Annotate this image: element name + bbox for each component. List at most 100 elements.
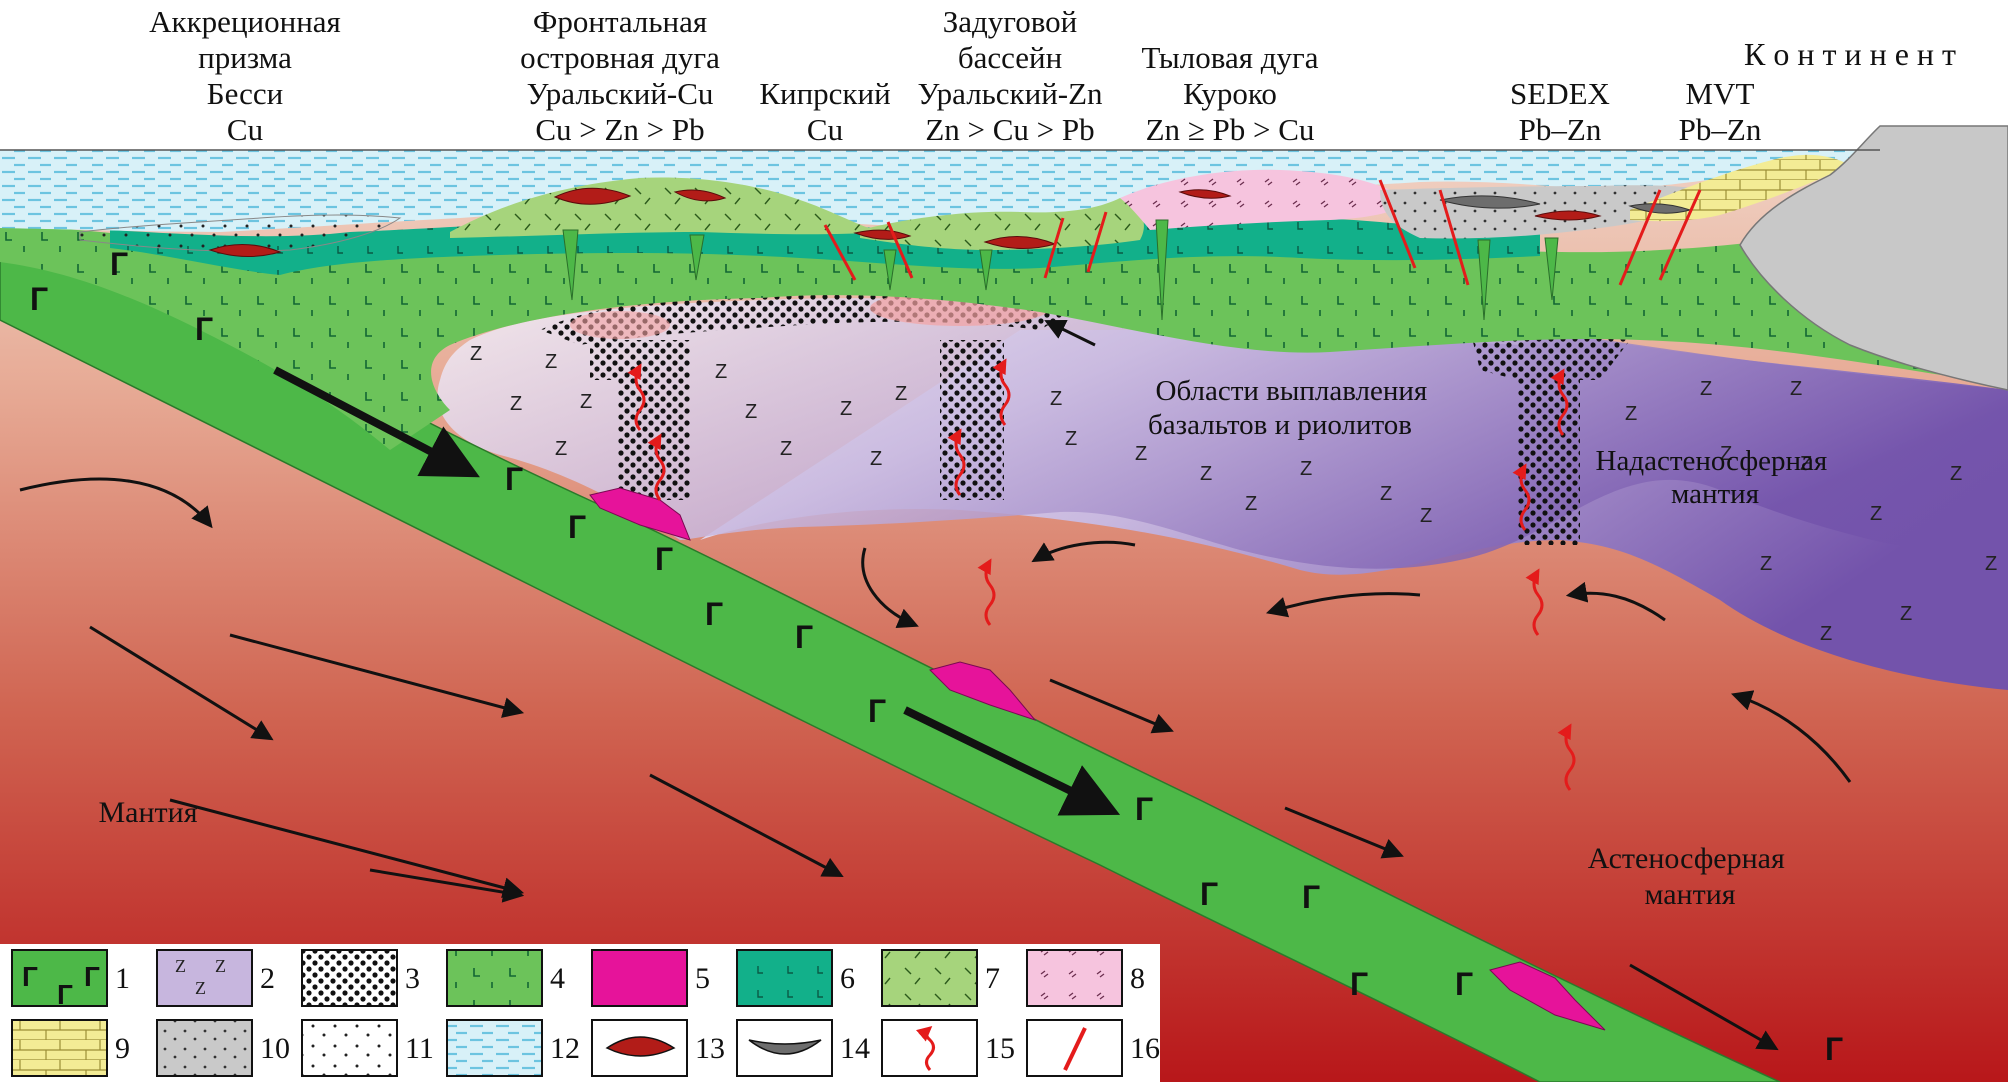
mvt-limestone xyxy=(1630,154,1850,222)
legend-item-13: 13 xyxy=(591,1019,725,1077)
header-metals: Pb–Zn xyxy=(1678,112,1762,147)
legend-item-15: 15 xyxy=(881,1019,1015,1077)
legend-swatch xyxy=(1026,949,1123,1007)
svg-text:Z: Z xyxy=(1135,443,1147,465)
svg-text:Z: Z xyxy=(895,383,907,405)
basalt-symbol: Г xyxy=(795,619,813,655)
svg-text:Z: Z xyxy=(1760,553,1772,575)
legend-item-14: 14 xyxy=(736,1019,870,1077)
legend-item-9: 9 xyxy=(11,1019,130,1077)
header-mvt: MVT Pb–Zn xyxy=(1640,76,1800,148)
legend-number: 7 xyxy=(985,962,1000,995)
accretionary-prism-sediment xyxy=(79,214,402,252)
svg-text:Z: Z xyxy=(745,401,757,423)
header-accretionary-prism: Аккреционная призма Бесси Cu xyxy=(95,4,395,148)
header-title-line2: островная дуга xyxy=(520,40,720,75)
gray-ore-lenses xyxy=(1439,195,1692,214)
svg-text:Z: Z xyxy=(1200,463,1212,485)
legend-swatch xyxy=(446,1019,543,1077)
melting-region xyxy=(437,298,2008,569)
melting-column-3 xyxy=(1470,330,1630,545)
svg-text:Z: Z xyxy=(1065,428,1077,450)
continent-label: К о н т и н е н т xyxy=(1743,36,1956,72)
basalt-symbol: Г xyxy=(195,311,213,347)
region-labels: Области выплавления базальтов и риолитов… xyxy=(98,375,1827,911)
header-deposit: Уральский-Zn xyxy=(917,76,1103,111)
legend-swatch xyxy=(156,1019,253,1077)
legend-swatch xyxy=(11,1019,108,1077)
svg-text:Z: Z xyxy=(1820,623,1832,645)
svg-text:Z: Z xyxy=(555,438,567,460)
header-metals: Pb–Zn xyxy=(1518,112,1602,147)
continent-block xyxy=(1739,125,2008,391)
legend-item-12: 12 xyxy=(446,1019,580,1077)
basalt-symbol: Г xyxy=(1200,876,1218,912)
basalt-symbol: Г xyxy=(1825,1031,1843,1067)
basalt-symbol: Г xyxy=(57,979,73,1010)
legend-number: 13 xyxy=(695,1032,725,1065)
svg-text:Z: Z xyxy=(1245,493,1257,515)
melting-column-1 xyxy=(618,340,690,500)
svg-text:Z: Z xyxy=(1380,483,1392,505)
legend-number: 2 xyxy=(260,962,275,995)
mantle-label: Мантия xyxy=(98,796,197,829)
header-title-line2: бассейн xyxy=(957,40,1063,75)
svg-text:Z: Z xyxy=(1790,378,1802,400)
header-deposit: Куроко xyxy=(1183,76,1277,111)
header-title-line1: Фронтальная xyxy=(532,4,708,39)
z-symbol: Z xyxy=(195,978,206,998)
header-metals: Zn > Cu > Pb xyxy=(925,112,1095,147)
svg-text:Z: Z xyxy=(580,391,592,413)
header-title-line1: Задуговой xyxy=(942,4,1078,39)
z-symbol: Z xyxy=(175,956,186,976)
legend-number: 1 xyxy=(115,962,130,995)
legend-item-7: 7 xyxy=(881,949,1000,1007)
header-deposit: Бесси xyxy=(206,76,284,111)
legend-swatch xyxy=(301,949,398,1007)
header-deposit: Кипрский xyxy=(759,76,891,111)
svg-text:Z: Z xyxy=(470,343,482,365)
header-title-line1: Тыловая дуга xyxy=(1141,40,1319,75)
legend-swatch xyxy=(301,1019,398,1077)
feeder-dikes xyxy=(562,219,1559,321)
svg-text:Z: Z xyxy=(1050,388,1062,410)
svg-text:Z: Z xyxy=(1900,603,1912,625)
arc-crust xyxy=(0,225,2008,450)
rear-arc-rhyolites xyxy=(1120,169,1410,230)
asthenospheric-label: Астеносферная мантия xyxy=(1588,842,1793,911)
header-back-arc-basin: Задуговой бассейн Уральский-Zn Zn > Cu >… xyxy=(895,4,1125,148)
header-metals: Zn ≥ Pb > Cu xyxy=(1145,112,1315,147)
slab-motion-arrows xyxy=(273,366,1121,816)
basalt-symbol: Г xyxy=(1455,966,1473,1002)
sea-water xyxy=(0,150,1880,232)
svg-text:Z: Z xyxy=(1800,453,1812,475)
header-title-line2: призма xyxy=(198,40,292,75)
legend-swatch xyxy=(881,949,978,1007)
legend-swatch xyxy=(11,949,108,1007)
legend-number: 11 xyxy=(405,1032,434,1065)
svg-text:Z: Z xyxy=(1300,458,1312,480)
basalt-symbol: Г xyxy=(110,246,128,282)
basalt-symbol: Г xyxy=(1302,879,1320,915)
legend-item-11: 11 xyxy=(301,1019,434,1077)
legend-item-6: 6 xyxy=(736,949,855,1007)
legend-number: 4 xyxy=(550,962,565,995)
basalt-symbols: Г Г Г Г Г Г Г Г Г Г Г Г Г Г Г xyxy=(30,246,1843,1067)
legend-number: 6 xyxy=(840,962,855,995)
svg-text:Z: Z xyxy=(1625,403,1637,425)
melting-zone-label: Области выплавления базальтов и риолитов xyxy=(1148,375,1434,441)
melting-zone-hot-spot-2 xyxy=(570,311,670,339)
mantle-flow-arrows xyxy=(19,319,1852,1051)
basalt-symbol: Г xyxy=(568,509,586,545)
frontal-arc-volcanics xyxy=(450,177,880,238)
legend-item-10: 10 xyxy=(156,1019,290,1077)
basalt-symbol: Г xyxy=(22,961,38,992)
magenta-melts xyxy=(589,487,1606,1031)
svg-text:Z: Z xyxy=(1870,503,1882,525)
legend-number: 15 xyxy=(985,1032,1015,1065)
header-sedex: SEDEX Pb–Zn xyxy=(1460,76,1660,148)
legend-item-5: 5 xyxy=(591,949,710,1007)
header-frontal-arc: Фронтальная островная дуга Уральский-Cu … xyxy=(475,4,765,148)
